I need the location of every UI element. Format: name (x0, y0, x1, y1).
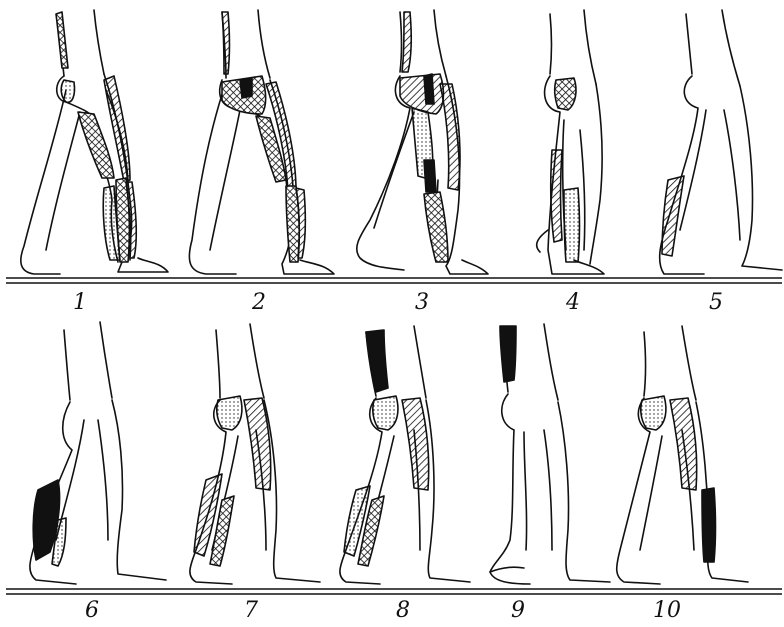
leg-outline-stroke (722, 10, 740, 86)
leg-outline-stroke (537, 230, 548, 252)
figure-panel-1 (21, 10, 168, 274)
figure-panel-4 (537, 10, 604, 274)
figure-panel-7 (190, 324, 320, 584)
leg-outline-stroke (414, 326, 426, 398)
panel-label-5: 5 (696, 292, 736, 314)
figure-panel-5 (660, 10, 782, 274)
leg-outline-stroke (112, 400, 166, 580)
torso-front (94, 10, 104, 74)
leg-outline-stroke (724, 110, 740, 240)
panel-label-6: 6 (72, 600, 112, 622)
leg-outline-stroke (550, 14, 552, 74)
leg-outline-stroke (644, 332, 646, 396)
solid-calf (424, 160, 436, 192)
leg-outline-stroke (264, 400, 320, 582)
panel-label-10: 10 (647, 600, 687, 622)
hatch-shin (551, 150, 562, 242)
leg-outline-stroke (402, 12, 411, 72)
leg-outline-stroke (216, 330, 220, 398)
leg-outline-stroke (584, 10, 596, 84)
cross-hatch-thigh (78, 112, 114, 178)
figure-panel-8 (340, 326, 470, 584)
panel-label-9: 9 (498, 600, 538, 622)
figure-panel-10 (617, 326, 748, 584)
leg-outline-stroke (524, 432, 527, 550)
leg-outline-stroke (357, 76, 410, 270)
panel-label-4: 4 (553, 292, 593, 314)
cross-hatch-calf (424, 192, 448, 262)
leg-outline-stroke (250, 324, 264, 398)
dots-calf (564, 188, 580, 262)
rear-leg-inner (46, 112, 80, 250)
leg-outline-stroke (210, 110, 240, 250)
leg-outline-stroke (590, 84, 602, 264)
dots-thigh-back (61, 80, 74, 102)
leg-outline-stroke (222, 12, 230, 74)
leg-outline-stroke (189, 82, 236, 274)
leg-outline-stroke (258, 10, 270, 78)
back-contour (56, 12, 68, 68)
hatch-thigh (670, 398, 697, 490)
leg-outline-stroke (400, 12, 402, 72)
figure-panel-6 (30, 322, 166, 584)
leg-outline-stroke (374, 112, 414, 228)
hatch-thigh (402, 398, 429, 490)
leg-outline-stroke (490, 394, 530, 584)
hatch-buttock (400, 74, 443, 114)
leg-outline-stroke (682, 326, 696, 400)
panel-label-2: 2 (239, 292, 279, 314)
leg-outline-stroke (544, 324, 558, 400)
leg-outline-stroke (100, 322, 112, 398)
panel-label-1: 1 (60, 292, 100, 314)
leg-outline-stroke (740, 86, 782, 270)
solid-buttock (240, 78, 252, 98)
leg-outline-stroke (434, 10, 446, 76)
panel-label-3: 3 (402, 292, 442, 314)
leg-outline-stroke (580, 130, 585, 250)
solid-back (500, 326, 516, 382)
leg-outline-stroke (686, 14, 692, 74)
hatch-calf (662, 176, 684, 256)
cross-hatch-buttock (555, 78, 576, 110)
figure-panel-2 (189, 10, 334, 274)
panel-label-7: 7 (231, 600, 271, 622)
panel-label-8: 8 (383, 600, 423, 622)
hatch-thigh-front (440, 84, 460, 190)
leg-outline-stroke (426, 400, 470, 582)
rear-leg (21, 90, 66, 274)
leg-outline-stroke (544, 430, 552, 550)
dots-buttock (217, 396, 242, 430)
solid-calf (702, 488, 716, 562)
leg-outline-stroke (64, 330, 70, 400)
leg-outline-stroke (640, 436, 662, 550)
figure-panel-3 (357, 10, 488, 274)
leg-outline-stroke (558, 402, 610, 582)
figure-panel-9 (490, 324, 610, 584)
solid-buttock (424, 74, 434, 104)
dots-buttock (373, 396, 398, 430)
leg-outline-stroke (98, 420, 108, 540)
leg-outline-stroke (490, 567, 524, 572)
dots-buttock (641, 396, 666, 430)
